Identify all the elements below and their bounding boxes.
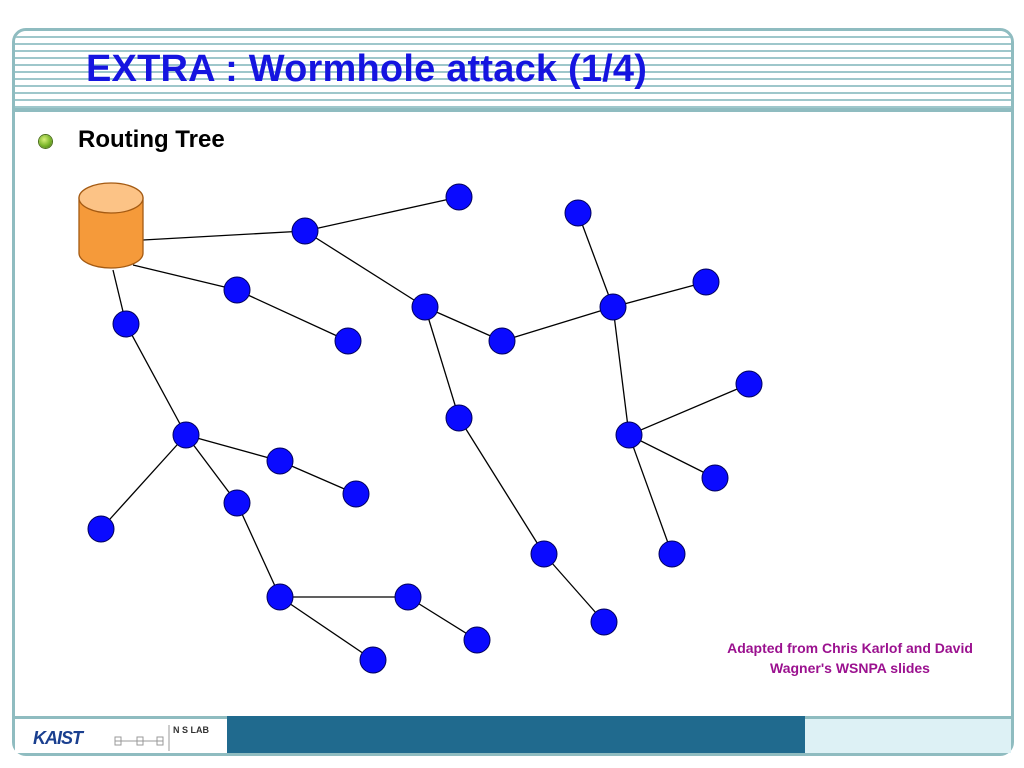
- sensor-nodes: [87, 183, 763, 674]
- sensor-node: [564, 199, 592, 227]
- sensor-node: [112, 310, 140, 338]
- tree-edges: [100, 196, 750, 661]
- lab-logo-text: N S LAB: [173, 725, 210, 735]
- citation-line-1: Adapted from Chris Karlof and David: [727, 640, 973, 656]
- sensor-node: [223, 489, 251, 517]
- tree-edge: [185, 434, 238, 504]
- tree-edge: [628, 383, 750, 436]
- sensor-node: [530, 540, 558, 568]
- sensor-node: [692, 268, 720, 296]
- tree-edge: [185, 434, 281, 462]
- tree-edge: [236, 289, 349, 342]
- sensor-node: [445, 183, 473, 211]
- tree-edge: [628, 434, 673, 555]
- tree-edge: [424, 306, 460, 419]
- base-station-top: [78, 182, 144, 214]
- sensor-node: [615, 421, 643, 449]
- sensor-node: [87, 515, 115, 543]
- tree-edge: [100, 434, 187, 530]
- sensor-node: [445, 404, 473, 432]
- slide-title: EXTRA : Wormhole attack (1/4): [86, 48, 648, 90]
- tree-edge: [543, 553, 605, 623]
- tree-edge: [577, 212, 614, 308]
- sensor-node: [291, 217, 319, 245]
- header-divider: [15, 108, 1011, 112]
- footer-light-band: [805, 716, 1011, 753]
- sensor-node: [172, 421, 200, 449]
- sensor-node: [334, 327, 362, 355]
- tree-edge: [424, 306, 503, 342]
- tree-edge: [612, 281, 707, 308]
- tree-edge: [279, 460, 357, 495]
- tree-edge: [304, 196, 460, 232]
- sensor-node: [342, 480, 370, 508]
- base-station: [78, 182, 144, 269]
- citation-line-2: Wagner's WSNPA slides: [770, 660, 930, 676]
- base-station-body: [78, 197, 144, 269]
- tree-edge: [125, 323, 187, 436]
- sensor-node: [411, 293, 439, 321]
- tree-edge: [279, 596, 374, 661]
- sensor-node: [394, 583, 422, 611]
- sensor-node: [488, 327, 516, 355]
- footer-bar: KAIST N S LAB: [15, 716, 1011, 753]
- tree-edge: [304, 230, 426, 308]
- tree-edge: [132, 264, 238, 291]
- header-stripes: [15, 31, 1011, 109]
- tree-edge: [458, 417, 545, 555]
- bullet-text: Routing Tree: [78, 126, 225, 153]
- bullet-icon: [39, 135, 52, 148]
- tree-edge: [628, 434, 716, 479]
- footer-color-band: [227, 716, 805, 753]
- sensor-node: [266, 583, 294, 611]
- sensor-node: [359, 646, 387, 674]
- sensor-node: [599, 293, 627, 321]
- lab-logo-icon: N S LAB: [114, 725, 210, 751]
- sensor-node: [701, 464, 729, 492]
- tree-edge: [407, 596, 478, 641]
- sensor-node: [266, 447, 294, 475]
- citation-text: Adapted from Chris Karlof and David Wagn…: [690, 638, 1010, 678]
- kaist-logo: KAIST: [33, 728, 83, 748]
- slide-frame: [12, 28, 1014, 756]
- sensor-node: [735, 370, 763, 398]
- tree-edge: [236, 502, 281, 598]
- tree-edge: [612, 306, 630, 436]
- sensor-node: [590, 608, 618, 636]
- tree-edge: [501, 306, 614, 342]
- sensor-node: [463, 626, 491, 654]
- sensor-node: [658, 540, 686, 568]
- tree-edge: [142, 230, 306, 241]
- sensor-node: [223, 276, 251, 304]
- footer-logo-area: KAIST N S LAB: [15, 716, 227, 753]
